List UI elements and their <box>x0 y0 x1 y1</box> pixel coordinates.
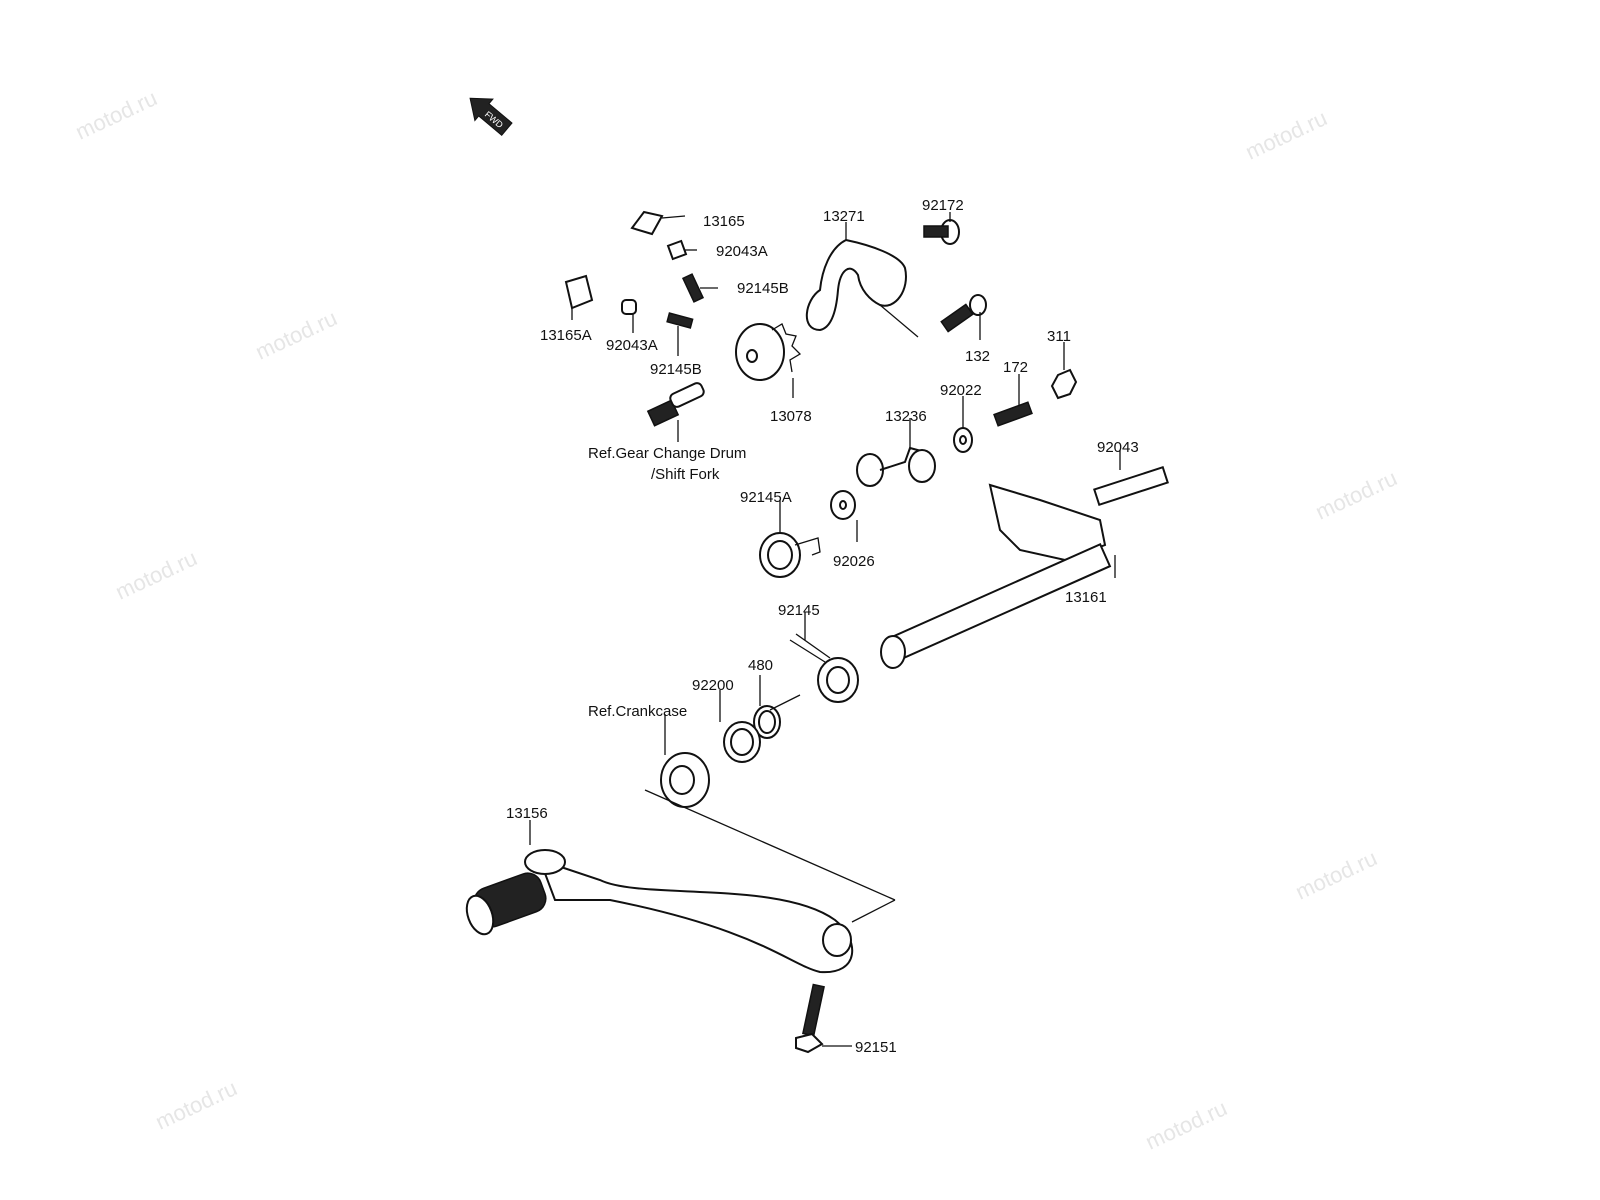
part-92145B-top[interactable] <box>681 273 718 303</box>
part-92145A[interactable] <box>759 500 821 578</box>
part-92145[interactable] <box>789 612 859 703</box>
label-311[interactable]: 311 <box>1047 328 1071 345</box>
label-480[interactable]: 480 <box>748 657 773 674</box>
part-92043A-left[interactable] <box>621 299 637 333</box>
label-92145B-left[interactable]: 92145B <box>650 361 702 378</box>
part-132[interactable] <box>940 294 987 340</box>
part-92026[interactable] <box>830 490 858 542</box>
label-13165[interactable]: 13165 <box>703 213 745 230</box>
label-ref-gear-change-drum: Ref.Gear Change Drum <box>588 445 746 462</box>
part-92172[interactable] <box>923 212 960 245</box>
part-13165A[interactable] <box>564 274 594 320</box>
part-13161[interactable] <box>880 483 1116 669</box>
watermark-text: motod.ru <box>1242 105 1331 164</box>
label-92172[interactable]: 92172 <box>922 197 964 214</box>
part-drum-stud <box>646 382 705 442</box>
part-92043A-top[interactable] <box>666 239 697 261</box>
label-92026[interactable]: 92026 <box>833 553 875 570</box>
label-13236[interactable]: 13236 <box>885 408 927 425</box>
part-13078[interactable] <box>735 323 802 398</box>
watermark-text: motod.ru <box>112 545 201 604</box>
part-92043[interactable] <box>1093 450 1169 506</box>
label-ref-crankcase: Ref.Crankcase <box>588 703 687 720</box>
label-92145B-top[interactable]: 92145B <box>737 280 789 297</box>
part-labels: 13165 92043A 92145B 13165A 92043A 92145B… <box>506 197 1139 1056</box>
label-92151[interactable]: 92151 <box>855 1039 897 1056</box>
part-311[interactable] <box>1050 342 1078 400</box>
part-92151[interactable] <box>795 983 852 1054</box>
label-92043[interactable]: 92043 <box>1097 439 1139 456</box>
label-92145[interactable]: 92145 <box>778 602 820 619</box>
label-13161[interactable]: 13161 <box>1065 589 1107 606</box>
label-92200[interactable]: 92200 <box>692 677 734 694</box>
fwd-arrow-icon: FWD <box>469 97 513 136</box>
part-13236[interactable] <box>856 418 936 487</box>
watermark-text: motod.ru <box>1292 845 1381 904</box>
part-480[interactable] <box>753 675 781 739</box>
label-132[interactable]: 132 <box>965 348 990 365</box>
label-13078[interactable]: 13078 <box>770 408 812 425</box>
label-92022[interactable]: 92022 <box>940 382 982 399</box>
part-92200[interactable] <box>719 690 761 763</box>
label-ref-shift-fork: /Shift Fork <box>651 466 720 483</box>
part-13271[interactable] <box>805 222 919 338</box>
part-92022[interactable] <box>953 396 973 453</box>
part-92145B-left[interactable] <box>666 312 694 356</box>
watermark-text: motod.ru <box>152 1075 241 1134</box>
watermark-text: motod.ru <box>252 305 341 364</box>
label-92043A-left[interactable]: 92043A <box>606 337 658 354</box>
part-13165[interactable] <box>630 210 686 236</box>
label-13271[interactable]: 13271 <box>823 208 865 225</box>
watermark-text: motod.ru <box>1312 465 1401 524</box>
part-crankcase-seal <box>660 714 710 808</box>
label-92145A[interactable]: 92145A <box>740 489 792 506</box>
label-13156[interactable]: 13156 <box>506 805 548 822</box>
label-92043A-top[interactable]: 92043A <box>716 243 768 260</box>
part-172[interactable] <box>993 374 1033 427</box>
part-13156[interactable] <box>462 820 854 974</box>
label-172[interactable]: 172 <box>1003 359 1028 376</box>
watermark-text: motod.ru <box>72 85 161 144</box>
label-13165A[interactable]: 13165A <box>540 327 592 344</box>
watermark-text: motod.ru <box>1142 1095 1231 1154</box>
